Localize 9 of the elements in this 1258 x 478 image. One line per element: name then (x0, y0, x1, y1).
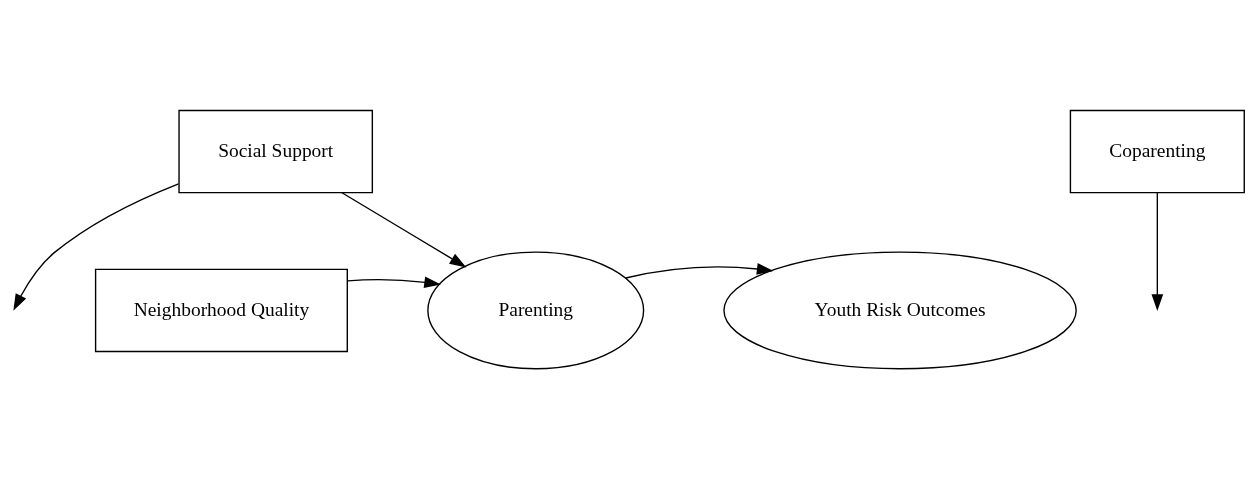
arrow (625, 262, 774, 279)
arrow (13, 182, 180, 311)
arrow (341, 191, 467, 267)
arrow (347, 275, 441, 288)
node-box: Social Support (178, 109, 374, 193)
node-box: Neighborhood Quality (94, 268, 348, 352)
node-ellipse: Youth Risk Outcomes (723, 250, 1077, 369)
arrow (1151, 191, 1164, 311)
node-box: Coparenting (1069, 109, 1245, 193)
